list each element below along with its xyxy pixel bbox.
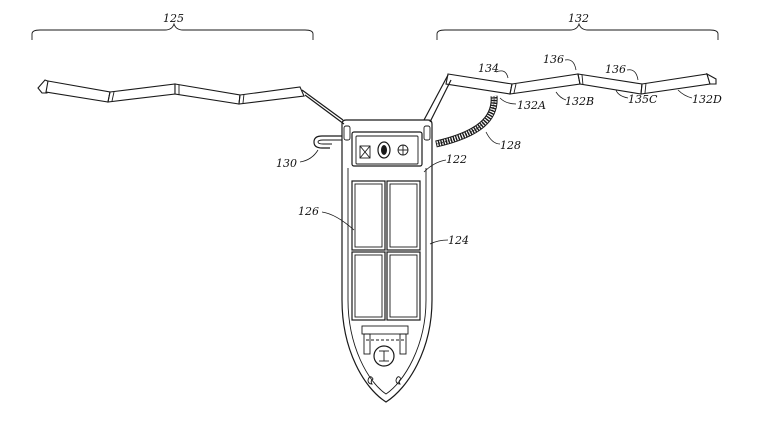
label-126: 126 bbox=[298, 205, 319, 218]
right-boom-segment-132a bbox=[445, 73, 513, 95]
control-panel bbox=[351, 131, 423, 167]
right-boom-segment-135c bbox=[577, 73, 643, 95]
label-132a: 132A bbox=[517, 99, 546, 112]
left-boom-segment-3 bbox=[174, 83, 241, 105]
control-switch bbox=[359, 145, 371, 159]
boat-hull-outer bbox=[341, 119, 433, 403]
label-130: 130 bbox=[276, 157, 297, 170]
label-132: 132 bbox=[568, 12, 589, 25]
brace-125 bbox=[31, 22, 314, 40]
left-boom-segment-1 bbox=[45, 80, 111, 103]
right-boom-segment-132d bbox=[640, 73, 711, 95]
left-boom-segment-2 bbox=[107, 83, 176, 103]
label-124: 124 bbox=[448, 234, 469, 247]
right-boom-tip bbox=[706, 72, 717, 85]
label-132d: 132D bbox=[692, 93, 722, 106]
motor-icon bbox=[373, 345, 395, 367]
label-134: 134 bbox=[478, 62, 499, 75]
propeller-left bbox=[367, 376, 374, 385]
boat bbox=[341, 119, 433, 403]
right-boom bbox=[423, 72, 717, 123]
label-136-second: 136 bbox=[605, 63, 626, 76]
propeller-right bbox=[395, 376, 402, 385]
label-128: 128 bbox=[500, 139, 521, 152]
left-boom-segment-4 bbox=[238, 86, 305, 105]
right-boom-segment-132b bbox=[509, 73, 581, 95]
aft-deck bbox=[361, 325, 409, 335]
brace-132 bbox=[436, 22, 719, 40]
label-122: 122 bbox=[446, 153, 467, 166]
boat-hull-inner bbox=[347, 168, 427, 395]
label-135c: 135C bbox=[628, 93, 658, 106]
label-132b: 132B bbox=[565, 95, 594, 108]
hook-130 bbox=[313, 135, 342, 149]
label-125: 125 bbox=[163, 12, 184, 25]
left-boom bbox=[37, 79, 345, 125]
label-136-first: 136 bbox=[543, 53, 564, 66]
storage-panels-126 bbox=[351, 180, 421, 321]
